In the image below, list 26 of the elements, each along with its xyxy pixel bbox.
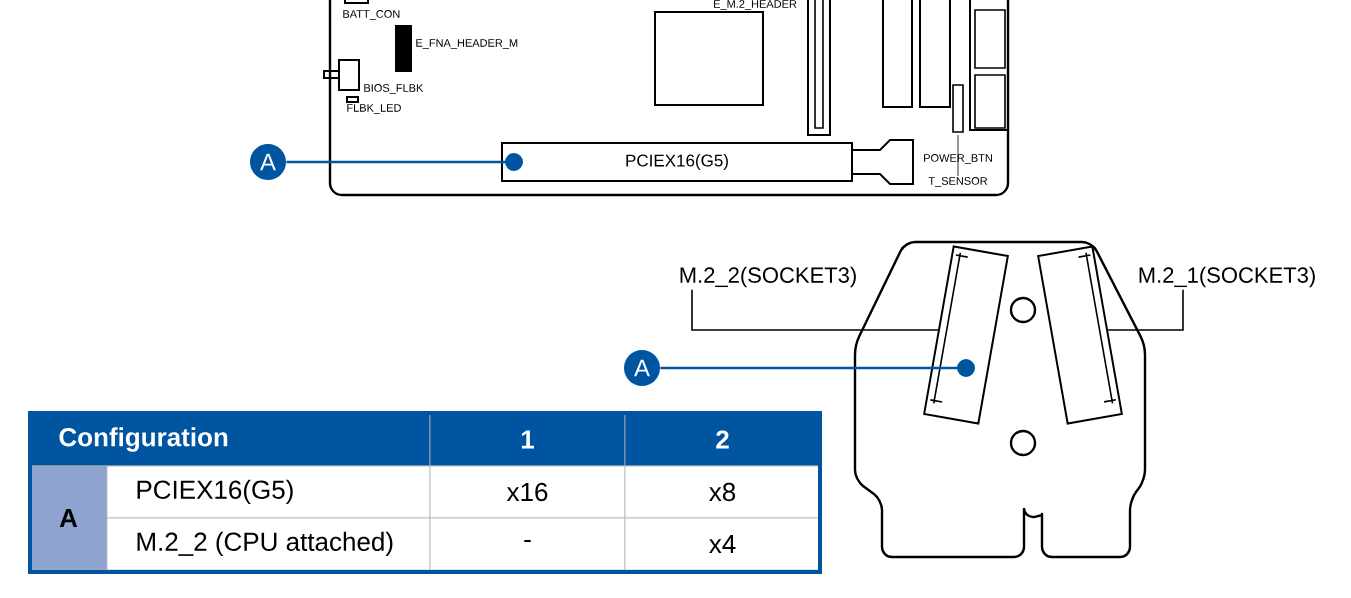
callout-line (660, 359, 975, 377)
component-label: POWER_BTN (924, 154, 992, 164)
leader-line (691, 288, 939, 331)
table-row-header: A (29, 465, 108, 571)
m2-slot (1037, 245, 1123, 425)
leader-line (1107, 288, 1184, 331)
chipset-box (654, 11, 764, 106)
component-label: E_FNA_HEADER_M (416, 39, 518, 49)
table-cell: x16 (429, 465, 626, 519)
table-cell: M.2_2 (CPU attached) (106, 517, 431, 571)
table-cell: x4 (624, 517, 821, 571)
table-cell: x8 (624, 465, 821, 519)
m2-slot (923, 245, 1009, 425)
component-label: FLBK_LED (347, 104, 401, 114)
component-label: T_SENSOR (928, 177, 988, 187)
table-header-cell: 2 (624, 412, 821, 467)
slot-box: PCIEX16(G5) (501, 142, 853, 182)
slot-label: M.2_1(SOCKET3) (1139, 266, 1315, 288)
table-header-cell: 1 (429, 412, 626, 467)
component-label: BATT_CON (343, 10, 400, 20)
slot-label: M.2_2(SOCKET3) (680, 266, 856, 288)
callout-line (286, 153, 523, 171)
table-cell: - (429, 517, 626, 571)
table-cell: PCIEX16(G5) (106, 465, 431, 519)
component-label: E_M.2_HEADER (714, 0, 797, 10)
component-label: BIOS_FLBK (364, 84, 424, 94)
